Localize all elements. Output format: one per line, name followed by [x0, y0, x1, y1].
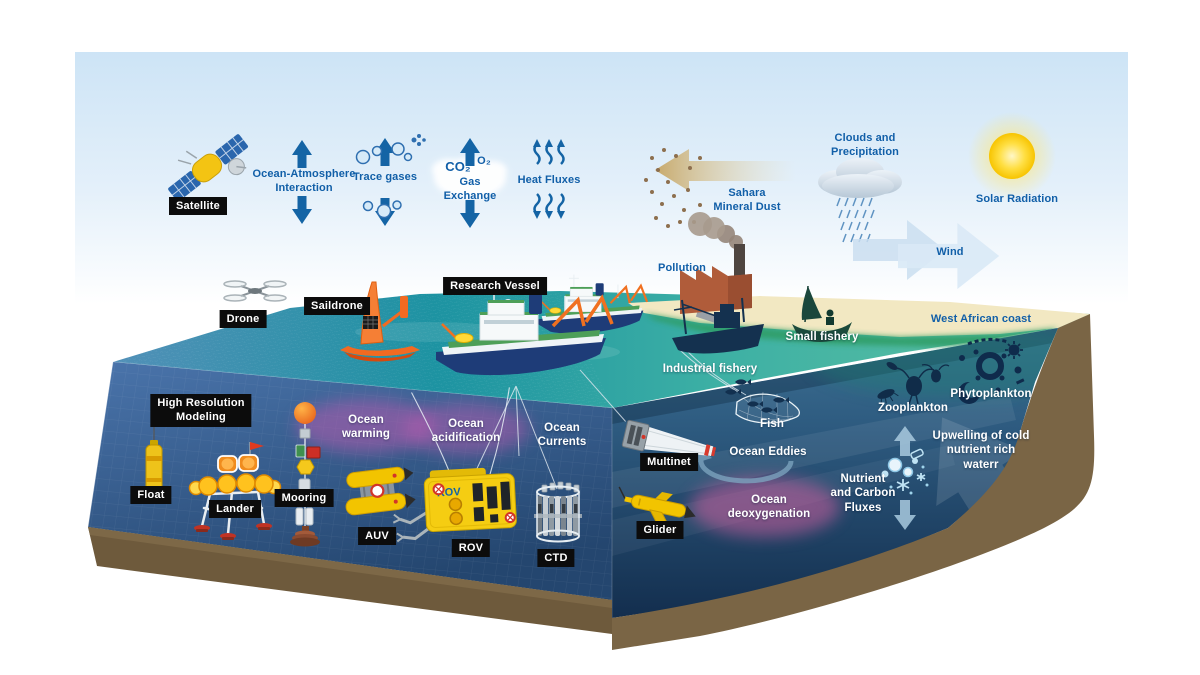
float-label: Float: [130, 486, 172, 505]
ocean-eddies-label: Ocean Eddies: [729, 446, 807, 458]
ctd-label: CTD: [537, 549, 575, 568]
pollution-factory-icon: [680, 212, 752, 325]
satellite-label: Satellite: [169, 197, 227, 216]
ocean-warming-glow: [296, 399, 436, 453]
upwelling-label: Upwelling of cold nutrient rich waterr: [932, 430, 1030, 471]
co2-label: CO₂: [445, 159, 471, 174]
mooring-label: Mooring: [274, 489, 334, 508]
gas-exchange-label: Gas Exchange: [443, 176, 497, 202]
saildrone-label: Saildrone: [304, 297, 370, 316]
multinet-icon: [579, 369, 717, 457]
rov-label: ROV: [451, 539, 491, 558]
gas-exchange-icon: [432, 138, 507, 228]
coast-label: West African coast: [930, 313, 1032, 325]
ocean-currents-label: Ocean Currents: [537, 422, 587, 449]
zooplankton-icon: [877, 362, 950, 405]
glider-label: Glider: [636, 521, 684, 540]
sun-icon: [968, 112, 1056, 200]
ocean-atmosphere-label: Ocean-Atmosphere Interaction: [252, 168, 356, 194]
ctd-icon: [534, 481, 582, 543]
ctd-wire: [471, 385, 558, 490]
multinet-label: Multinet: [640, 453, 698, 472]
ocean-deoxygenation-label: Ocean deoxygenation: [727, 494, 811, 521]
nutrient-fluxes-label: Nutrient and Carbon Fluxes: [830, 473, 896, 514]
zooplankton-label: Zooplankton: [877, 402, 949, 414]
deep-ocean-face: [612, 328, 1058, 618]
industrial-fishery-label: Industrial fishery: [662, 363, 758, 375]
trace-gases-icon: [355, 134, 426, 226]
research-vessel-label: Research Vessel: [443, 277, 547, 296]
heat-fluxes-label: Heat Fluxes: [517, 174, 581, 186]
high-res-modeling-label: High Resolution Modeling: [150, 394, 252, 427]
nutrient-flux-arrows: [894, 426, 916, 530]
clouds-label: Clouds and Precipitation: [831, 132, 899, 158]
sahara-dust-icon: [644, 148, 795, 228]
shallow-water: [644, 313, 1058, 347]
ocean-acidification-label: Ocean acidification: [431, 418, 501, 445]
auv-label: AUV: [358, 527, 396, 546]
sahara-label: Sahara Mineral Dust: [713, 187, 781, 213]
ocean-acidification-glow: [402, 403, 530, 455]
phytoplankton-label: Phytoplankton: [950, 388, 1032, 400]
lander-label: Lander: [209, 500, 261, 519]
auv-icon: [345, 466, 416, 516]
phytoplankton-icon: [958, 337, 1025, 404]
continental-slope: [612, 314, 1095, 650]
drone-icon: [223, 280, 287, 302]
glider-icon: [618, 486, 696, 525]
wind-label: Wind: [936, 246, 964, 258]
mooring-icon: [290, 402, 321, 547]
solar-radiation-label: Solar Radiation: [975, 193, 1059, 205]
small-fishery-icon: [792, 285, 852, 342]
industrial-fishery-icon: [672, 297, 764, 396]
ocean-warming-label: Ocean warming: [342, 414, 390, 441]
fish-net-icon: [725, 379, 801, 424]
o2-label: O₂: [477, 155, 491, 167]
satellite-icon: [168, 134, 248, 202]
rov-icon: ROV: [392, 387, 517, 543]
small-fishery-label: Small fishery: [785, 331, 859, 343]
nutrient-molecules-icon: [881, 448, 929, 495]
trace-gases-label: Trace gases: [352, 171, 418, 183]
saildrone-icon: [340, 281, 420, 362]
pollution-label: Pollution: [658, 262, 706, 274]
rain-icon: [836, 197, 875, 243]
fish-label: Fish: [759, 418, 785, 430]
cloud-precipitation-icon: [818, 158, 902, 243]
seafloor-front: [88, 527, 612, 634]
drone-label: Drone: [219, 310, 267, 329]
ocean-deoxygenation-glow: [690, 477, 840, 537]
